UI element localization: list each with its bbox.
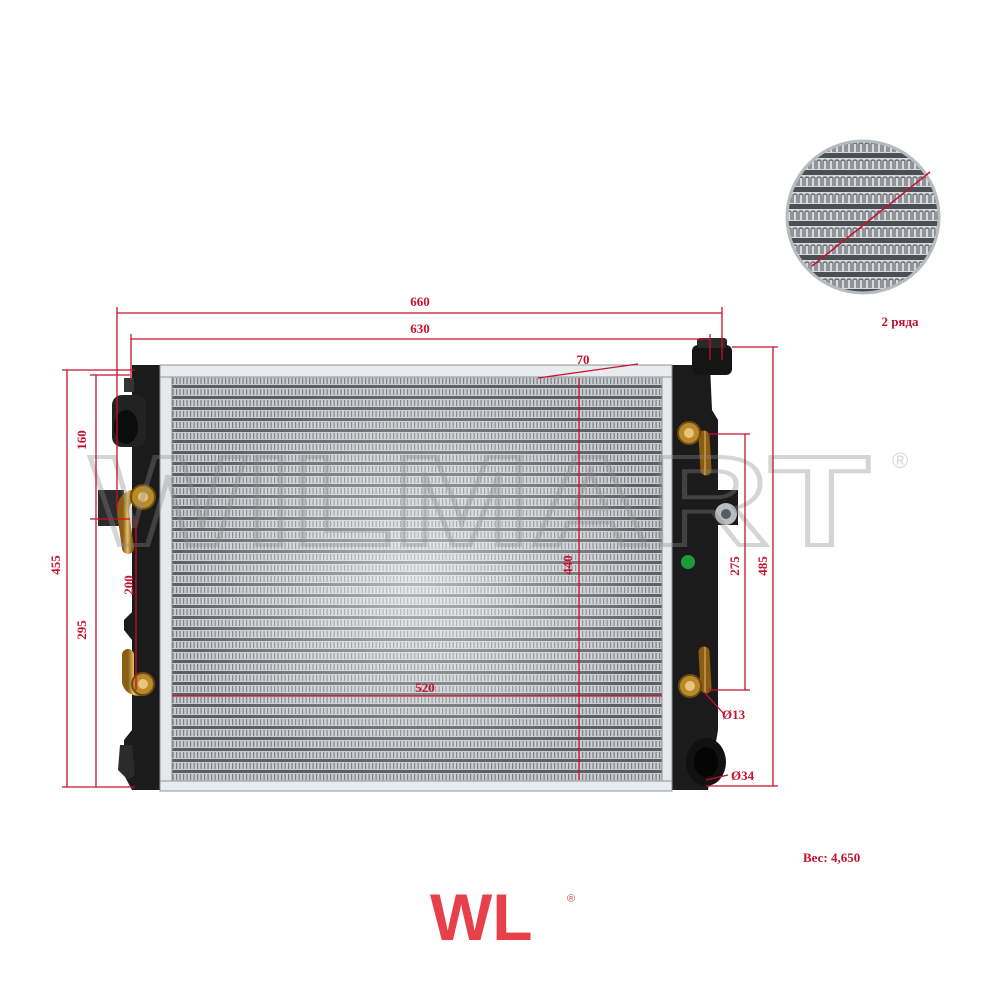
dim-core-height: 440 [560,555,575,575]
logo-registered-icon: ® [567,893,575,905]
dim-core-inner-width: 520 [415,680,435,695]
dim-small-pipe-diameter: Ø13 [722,707,746,722]
logo-text: WL [430,880,533,954]
dim-right-total-height: 485 [755,556,770,576]
dim-filler-offset: 70 [577,352,590,367]
dimension-lines [62,307,778,788]
dimension-labels: 660 630 70 160 455 295 200 440 520 275 4… [48,294,770,783]
dim-right-pipe-spacing: 275 [727,556,742,576]
inset-caption: 2 ряда [881,314,919,329]
brand-logo: WL ® [430,880,575,954]
dim-large-pipe-diameter: Ø34 [731,768,755,783]
fin-inset: 2 ряда [785,139,941,329]
watermark-text: WILMART [90,430,870,573]
weight-label: Вес: 4,650 [803,850,860,865]
brass-fittings [117,421,712,698]
dim-left-total-height: 455 [48,555,63,575]
dim-left-upper-height: 160 [74,430,89,450]
quality-sticker [681,555,695,569]
watermark-registered-icon: ® [892,448,908,473]
radiator [98,338,738,792]
dim-overall-width: 660 [410,294,430,309]
dim-left-pipe-spacing: 200 [121,575,136,595]
inset-measure-line [811,171,931,267]
dim-core-width: 630 [410,321,430,336]
watermark: WILMART ® [88,428,908,575]
dim-left-lower-height: 295 [74,620,89,640]
